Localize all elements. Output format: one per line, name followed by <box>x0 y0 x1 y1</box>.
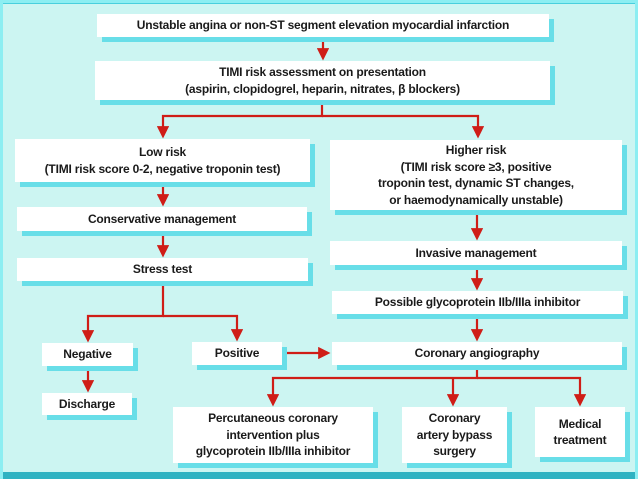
node-cabg-line1: Coronary <box>428 411 481 426</box>
node-cabg-line2: artery bypass <box>416 427 493 442</box>
node-coronary-angiography: Coronary angiography <box>332 342 622 365</box>
node-higher-risk: Higher risk (TIMI risk score ≥3, positiv… <box>330 140 622 210</box>
node-discharge: Discharge <box>42 393 132 415</box>
node-negative-label: Negative <box>63 347 112 362</box>
node-low-risk: Low risk (TIMI risk score 0-2, negative … <box>15 139 310 182</box>
node-coronary-angiography-label: Coronary angiography <box>414 346 540 361</box>
node-timi-assessment-line1: TIMI risk assessment on presentation <box>219 65 426 79</box>
node-positive: Positive <box>192 342 282 365</box>
node-higher-risk-line1: Higher risk <box>445 143 507 157</box>
node-conservative-management-label: Conservative management <box>87 211 237 226</box>
arrow-angiography-to-pci <box>266 365 479 407</box>
node-higher-risk-line4: or haemodynamically unstable) <box>389 192 563 207</box>
node-unstable-angina-label: Unstable angina or non-ST segment elevat… <box>136 18 510 33</box>
node-medical-treatment-line1: Medical <box>558 416 602 431</box>
node-pci-line1: Percutaneous coronary <box>208 411 338 426</box>
node-cabg: Coronary artery bypass surgery <box>402 407 507 463</box>
arrow-stresstest-to-negative <box>81 281 165 343</box>
node-low-risk-line1: Low risk <box>138 145 187 159</box>
node-pci-line3: glycoprotein IIb/IIIa inhibitor <box>195 444 351 459</box>
node-stress-test: Stress test <box>17 258 308 281</box>
node-invasive-management: Invasive management <box>330 241 622 265</box>
arrow-timi-to-higherrisk <box>322 114 485 139</box>
node-invasive-management-label: Invasive management <box>415 245 537 260</box>
node-medical-treatment-line2: treatment <box>553 433 607 447</box>
arrow-angiography-to-medical <box>477 376 587 407</box>
node-glycoprotein-inhibitor: Possible glycoprotein IIb/IIIa inhibitor <box>332 291 623 314</box>
node-glycoprotein-inhibitor-label: Possible glycoprotein IIb/IIIa inhibitor <box>374 295 581 310</box>
node-conservative-management: Conservative management <box>17 207 307 231</box>
node-discharge-label: Discharge <box>58 396 116 411</box>
node-positive-label: Positive <box>214 346 260 361</box>
node-medical-treatment: Medical treatment <box>535 407 625 457</box>
node-stress-test-label: Stress test <box>132 262 193 277</box>
arrow-stresstest-to-positive <box>163 314 244 342</box>
node-pci-line2: intervention plus <box>226 427 320 442</box>
arrow-timi-to-lowrisk <box>156 100 324 139</box>
node-timi-assessment: TIMI risk assessment on presentation (as… <box>95 61 550 100</box>
node-higher-risk-line3: troponin test, dynamic ST changes, <box>378 176 574 190</box>
node-negative: Negative <box>42 343 133 366</box>
node-low-risk-line2: (TIMI risk score 0-2, negative troponin … <box>44 161 281 176</box>
node-pci: Percutaneous coronary intervention plus … <box>173 407 373 463</box>
node-unstable-angina: Unstable angina or non-ST segment elevat… <box>97 14 549 37</box>
node-cabg-line3: surgery <box>433 444 476 459</box>
node-higher-risk-line2: (TIMI risk score ≥3, positive <box>400 159 552 174</box>
node-timi-assessment-line2: (aspirin, clopidogrel, heparin, nitrates… <box>185 81 460 96</box>
